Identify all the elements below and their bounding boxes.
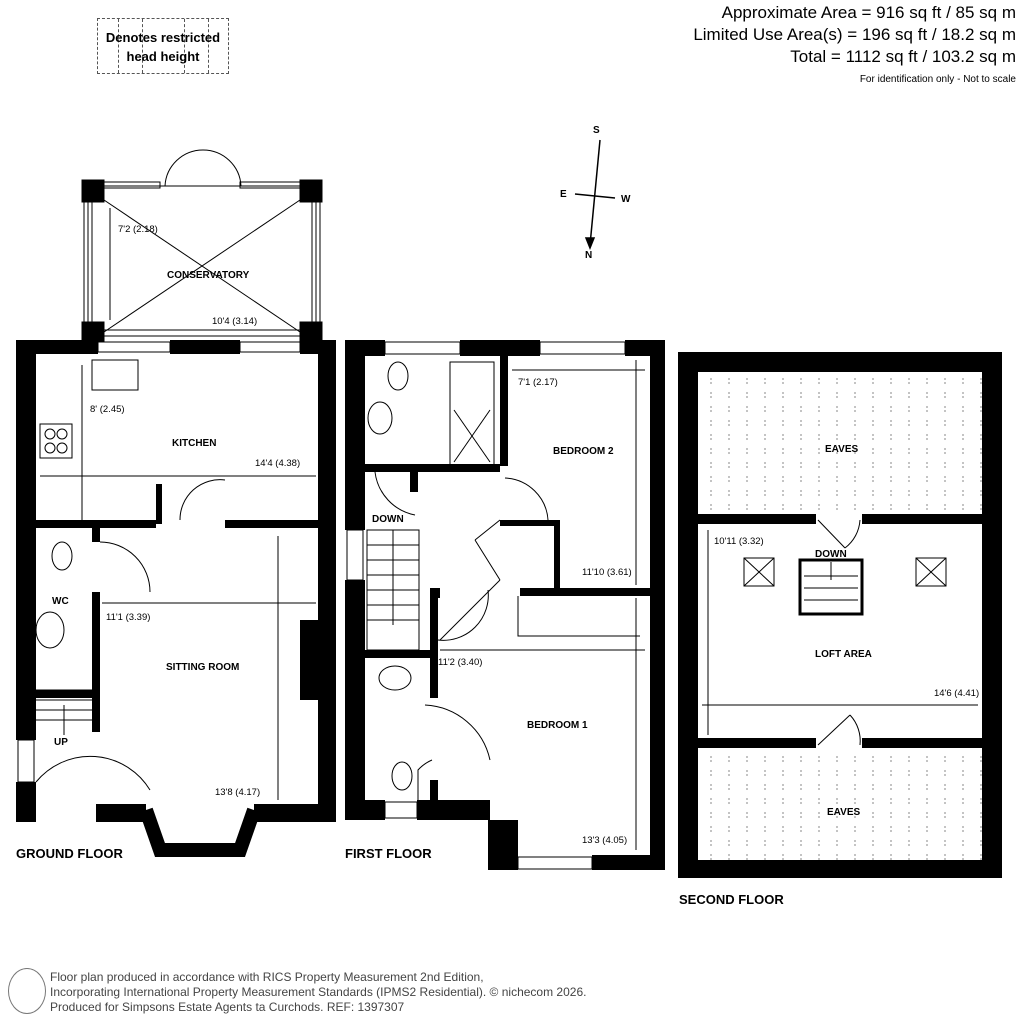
approximate-area: Approximate Area = 916 sq ft / 85 sq m [721, 3, 1016, 22]
room-eaves-top: EAVES [825, 444, 858, 455]
room-kitchen: KITCHEN [172, 438, 216, 449]
conservatory [81, 149, 323, 345]
stairs-up-label: UP [54, 737, 68, 748]
dim-loft-height: 10'11 (3.32) [714, 536, 764, 547]
compass-e: E [560, 189, 567, 200]
second-floor-plan: EAVES EAVES LOFT AREA DOWN 10'11 (3.32) … [678, 352, 1002, 907]
dim-bedroom1-width: 11'2 (3.40) [438, 657, 482, 668]
room-conservatory: CONSERVATORY [167, 270, 250, 281]
room-bedroom-2: BEDROOM 2 [553, 446, 614, 457]
footer-line1: Floor plan produced in accordance with R… [50, 970, 484, 984]
first-floor-plan: 7'1 (2.17) 11'10 (3.61) 11'2 (3.40) 13'3… [345, 340, 665, 870]
dim-conservatory-width: 10'4 (3.14) [212, 316, 257, 327]
restricted-height-legend: Denotes restricted head height [97, 18, 229, 74]
dim-loft-width: 14'6 (4.41) [934, 688, 979, 699]
stairs-down-label: DOWN [372, 514, 404, 525]
dim-bedroom1-height: 13'3 (4.05) [582, 835, 627, 846]
footer-line3: Produced for Simpsons Estate Agents ta C… [50, 1000, 405, 1014]
room-eaves-bottom: EAVES [827, 807, 860, 818]
legend-line1: Denotes restricted [105, 30, 221, 45]
second-floor-title: SECOND FLOOR [679, 892, 784, 907]
total-area: Total = 1112 sq ft / 103.2 sq m [790, 47, 1016, 66]
disclaimer: For identification only - Not to scale [859, 74, 1016, 85]
dim-bedroom2-height: 11'10 (3.61) [582, 567, 632, 578]
room-sitting-room: SITTING ROOM [166, 662, 239, 673]
dim-kitchen-width: 14'4 (4.38) [255, 458, 300, 469]
compass-s: S [593, 125, 600, 136]
first-floor-title: FIRST FLOOR [345, 846, 432, 861]
compass: S E W N [560, 125, 631, 261]
compass-w: W [621, 194, 631, 205]
person-icon [8, 968, 46, 1014]
dim-kitchen-height: 8' (2.45) [90, 404, 125, 415]
stairs-down-label: DOWN [815, 549, 847, 560]
dim-bedroom2-width: 7'1 (2.17) [518, 377, 558, 388]
room-loft-area: LOFT AREA [815, 649, 872, 660]
footer-line2: Incorporating International Property Mea… [50, 985, 587, 999]
footer-notes: Floor plan produced in accordance with R… [50, 970, 586, 1015]
room-wc: WC [52, 596, 69, 607]
dim-sitting-width: 11'1 (3.39) [106, 612, 150, 623]
dim-sitting-height: 13'8 (4.17) [215, 787, 260, 798]
ground-floor-title: GROUND FLOOR [16, 846, 123, 861]
dim-conservatory-height: 7'2 (2.18) [118, 224, 158, 235]
compass-n: N [585, 250, 592, 261]
legend-line2: head height [126, 49, 200, 64]
limited-use-area: Limited Use Area(s) = 196 sq ft / 18.2 s… [693, 25, 1016, 44]
area-summary: Approximate Area = 916 sq ft / 85 sq m L… [693, 2, 1016, 85]
ground-floor-plan: 10'4 (3.14) 7'2 (2.18) 14'4 (4.38) 8' (2… [16, 149, 336, 861]
room-bedroom-1: BEDROOM 1 [527, 720, 588, 731]
